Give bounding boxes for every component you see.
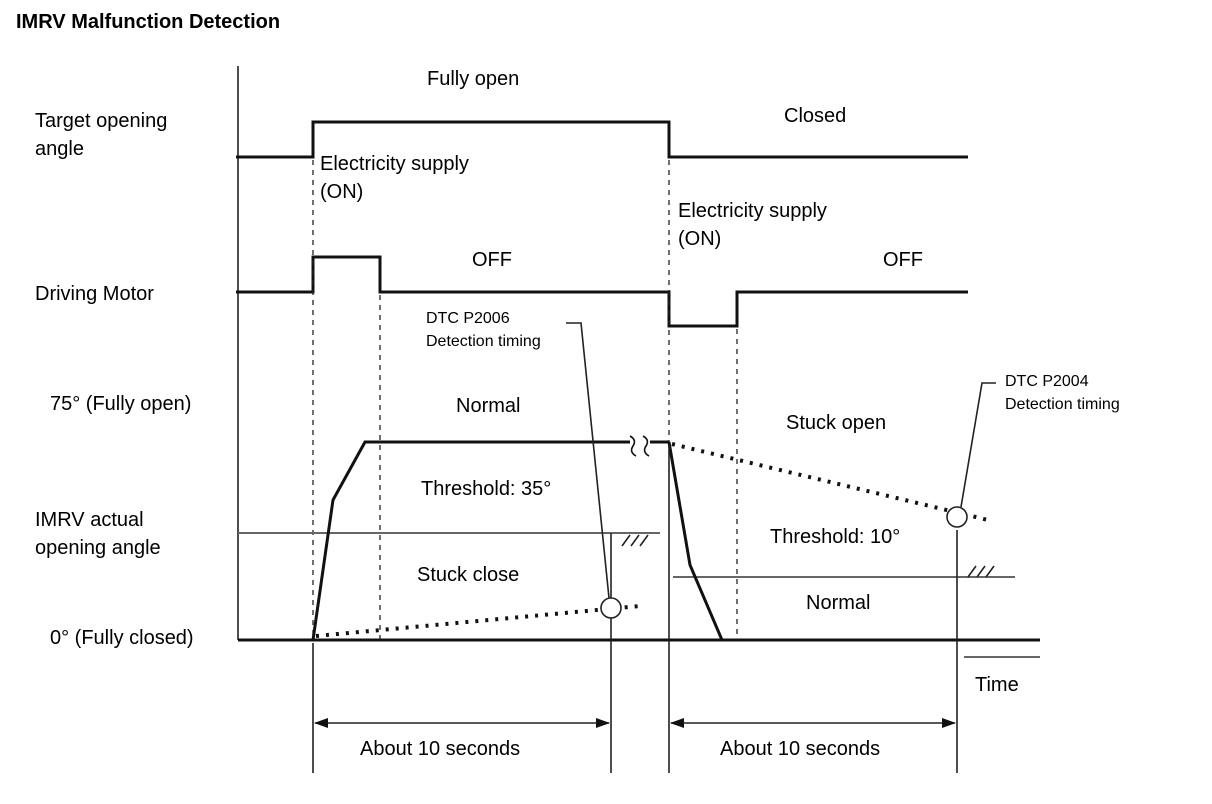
threshold-10-label: Threshold: 10° — [770, 526, 900, 548]
axis-break-mark-2 — [642, 435, 650, 457]
driving-motor-signal — [236, 255, 968, 328]
dtc-p2004-label-line2: Detection timing — [1005, 396, 1120, 413]
motor-off-label-1: OFF — [472, 249, 512, 271]
normal-label-1: Normal — [456, 395, 520, 417]
axis-break-mark-1 — [629, 435, 637, 457]
target-angle-signal — [236, 120, 968, 159]
actual-angle-label-line2: opening angle — [35, 537, 161, 559]
stuck-close-label: Stuck close — [417, 564, 519, 586]
closed-label: Closed — [784, 105, 846, 127]
target-row-label-line1: Target opening — [35, 110, 167, 132]
time-label: Time — [975, 674, 1019, 696]
actual-angle-label-line1: IMRV actual — [35, 509, 144, 531]
motor-off-label-2: OFF — [883, 249, 923, 271]
motor-row-label: Driving Motor — [35, 283, 154, 305]
diagram-title: IMRV Malfunction Detection — [16, 11, 280, 33]
stuck-open-curve — [671, 442, 989, 522]
stuck-close-curve — [315, 604, 641, 638]
fully-closed-axis-label: 0° (Fully closed) — [50, 627, 194, 649]
duration-2-label: About 10 seconds — [720, 738, 880, 760]
normal-opening-curve — [311, 440, 630, 641]
stuck-open-label: Stuck open — [786, 412, 886, 434]
threshold-35-hatch — [621, 534, 649, 547]
electricity-supply-2-line2: (ON) — [678, 228, 721, 250]
dtc-p2004-label-line1: DTC P2004 — [1005, 373, 1089, 390]
normal-label-2: Normal — [806, 592, 870, 614]
fully-open-label: Fully open — [427, 68, 519, 90]
electricity-supply-1-line2: (ON) — [320, 181, 363, 203]
threshold-10-hatch — [967, 565, 995, 578]
electricity-supply-1-line1: Electricity supply — [320, 153, 469, 175]
dtc-p2004-leader — [960, 382, 996, 508]
electricity-supply-2-line1: Electricity supply — [678, 200, 827, 222]
dtc-p2006-label-line1: DTC P2006 — [426, 310, 510, 327]
dtc-p2004-detection-point — [946, 506, 968, 528]
dtc-p2006-leader — [566, 322, 610, 599]
fully-open-axis-label: 75° (Fully open) — [50, 393, 191, 415]
threshold-35-label: Threshold: 35° — [421, 478, 551, 500]
dtc-p2006-label-line2: Detection timing — [426, 333, 541, 350]
duration-1-label: About 10 seconds — [360, 738, 520, 760]
normal-closing-curve — [667, 441, 724, 641]
dtc-p2006-detection-point — [600, 597, 622, 619]
target-row-label-line2: angle — [35, 138, 84, 160]
